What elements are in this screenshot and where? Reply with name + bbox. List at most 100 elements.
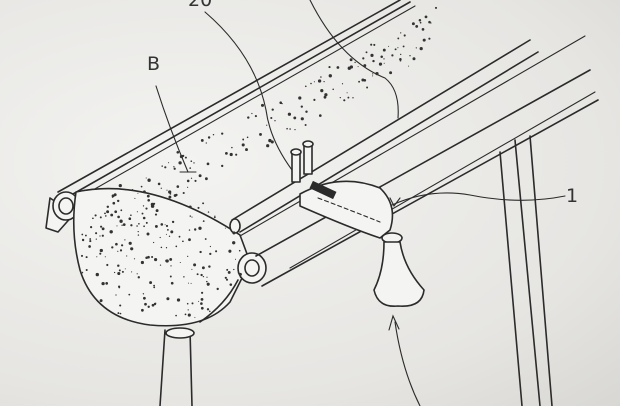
speckle-dot <box>232 231 236 235</box>
speckle-dot <box>84 234 87 237</box>
speckle-dot <box>80 254 84 257</box>
speckle-dot <box>339 96 341 99</box>
speckle-dot <box>428 37 431 40</box>
speckle-dot <box>346 92 348 94</box>
speckle-dot <box>361 78 365 82</box>
speckle-dot <box>99 299 103 303</box>
speckle-dot <box>388 45 390 47</box>
speckle-dot <box>196 273 199 276</box>
speckle-dot <box>186 302 189 305</box>
particle-hopper <box>72 187 251 327</box>
speckle-dot <box>184 313 187 316</box>
speckle-dot <box>111 194 115 198</box>
speckle-dot <box>402 45 405 48</box>
speckle-dot <box>313 81 315 83</box>
speckle-dot <box>134 197 136 199</box>
speckle-dot <box>137 230 139 233</box>
speckle-dot <box>226 268 229 271</box>
speckle-dot <box>94 214 97 217</box>
speckle-dot <box>216 287 219 291</box>
speckle-dot <box>124 239 126 241</box>
speckle-dot <box>394 48 397 51</box>
speckle-dot <box>357 66 359 68</box>
speckle-dot <box>242 138 245 141</box>
speckle-dot <box>188 229 191 231</box>
speckle-dot <box>81 271 84 274</box>
speckle-dot <box>237 272 240 274</box>
speckle-dot <box>193 162 195 164</box>
speckle-dot <box>187 313 191 317</box>
speckle-dot <box>270 116 273 120</box>
speckle-dot <box>238 249 241 252</box>
speckle-dot <box>105 282 109 285</box>
speckle-dot <box>239 276 242 279</box>
speckle-dot <box>358 80 361 83</box>
speckle-dot <box>343 99 346 102</box>
speckle-dot <box>205 142 207 144</box>
speckle-dot <box>193 263 197 267</box>
speckle-dot <box>106 205 110 209</box>
speckle-dot <box>170 265 172 267</box>
speckle-dot <box>270 140 274 144</box>
speckle-dot <box>383 62 385 64</box>
speckle-dot <box>206 280 208 283</box>
speckle-dot <box>138 222 140 225</box>
speckle-dot <box>147 198 151 202</box>
speckle-dot <box>154 258 158 262</box>
speckle-dot <box>235 153 238 156</box>
speckle-dot <box>143 225 145 228</box>
speckle-dot <box>200 302 203 305</box>
speckle-dot <box>112 201 116 205</box>
speckle-dot <box>411 22 415 26</box>
speckle-dot <box>168 190 172 194</box>
belt-surface <box>239 35 599 287</box>
speckle-dot <box>146 232 150 236</box>
speckle-dot <box>111 246 114 249</box>
speckle-dot <box>99 235 101 237</box>
speckle-dot <box>95 232 98 235</box>
speckle-dot <box>362 57 365 60</box>
speckle-dot <box>90 292 93 295</box>
speckle-dot <box>372 75 374 77</box>
speckle-dot <box>201 291 204 294</box>
speckle-dot <box>104 256 106 258</box>
suction-head <box>299 180 394 239</box>
speckle-dot <box>151 255 154 259</box>
speckle-dot <box>151 303 155 307</box>
speckle-dot <box>173 166 175 168</box>
speckle-dot <box>147 305 150 308</box>
speckle-dot <box>268 138 272 143</box>
speckle-dot <box>182 240 184 243</box>
speckle-dot <box>380 55 383 58</box>
speckle-dot <box>194 179 197 182</box>
speckle-dot <box>115 294 117 296</box>
speckle-dot <box>289 128 291 130</box>
speckle-dot <box>160 187 162 189</box>
speckle-dot <box>229 152 233 157</box>
speckle-dot <box>304 123 307 127</box>
speckle-dot <box>206 276 208 278</box>
speckle-dot <box>190 177 193 179</box>
speckle-dot <box>155 209 159 213</box>
speckle-dot <box>146 194 150 198</box>
speckle-dot <box>209 252 212 256</box>
speckle-dot <box>124 268 126 270</box>
leader-lines <box>155 0 566 406</box>
speckle-dot <box>397 47 399 49</box>
speckle-dot <box>164 166 167 169</box>
speckle-dot <box>145 177 147 179</box>
speckle-dot <box>370 43 373 46</box>
speckle-dot <box>85 268 88 272</box>
speckle-dot <box>298 96 302 100</box>
speckle-dot <box>207 136 211 139</box>
speckle-dot <box>215 250 218 253</box>
speckle-dot <box>419 46 423 51</box>
speckle-dot <box>202 220 205 223</box>
speckle-dot <box>178 235 181 238</box>
speckle-dot <box>224 276 227 279</box>
speckle-dot <box>229 283 233 286</box>
speckle-dot <box>412 57 416 61</box>
speckle-dot <box>189 167 192 169</box>
speckle-dot <box>111 196 113 198</box>
